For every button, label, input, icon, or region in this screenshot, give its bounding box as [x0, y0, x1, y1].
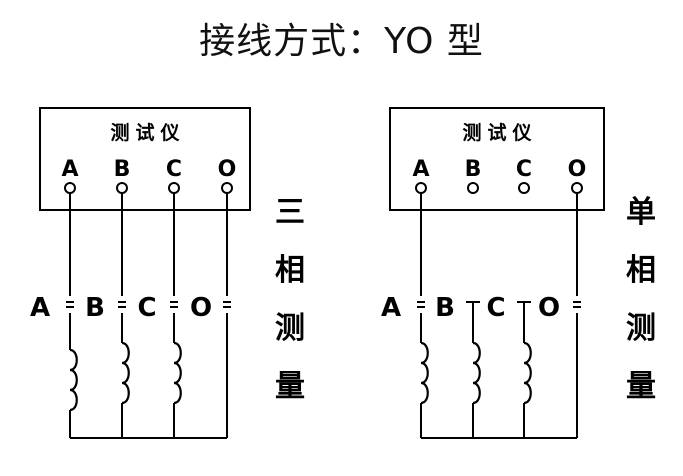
side-label-2: 相 [275, 253, 305, 288]
windings [419, 301, 578, 439]
terminal-label-c: C [166, 157, 182, 182]
connectors [417, 301, 581, 308]
side-label-3: 测 [275, 311, 305, 346]
connectors [66, 301, 231, 308]
terminal-label-b: B [465, 157, 482, 182]
terminal-label-a: A [412, 157, 429, 182]
side-label-3: 测 [626, 311, 656, 346]
tester-box [39, 107, 251, 211]
line-label-o: O [538, 293, 560, 323]
tester-box [389, 107, 605, 211]
line-label-c: C [137, 293, 156, 323]
terminal-o [571, 182, 583, 194]
terminal-b [116, 182, 128, 194]
three-phase-diagram: 测试仪 A B C O A B C O [30, 107, 305, 439]
terminal-label-o: O [568, 157, 587, 182]
terminal-a [64, 182, 76, 194]
line-label-c: C [486, 293, 505, 323]
line-label-a: A [381, 293, 401, 323]
terminal-label-c: C [516, 157, 532, 182]
single-phase-diagram: 测试仪 A B C O A B C O [381, 107, 656, 439]
page-title: 接线方式：YO 型 [199, 21, 484, 62]
line-label-b: B [435, 293, 455, 323]
line-label-a: A [30, 293, 50, 323]
terminal-a [415, 182, 427, 194]
terminal-c [518, 182, 530, 194]
terminal-label-a: A [61, 157, 78, 182]
terminal-o [221, 182, 233, 194]
terminal-c [168, 182, 180, 194]
line-label-o: O [190, 293, 212, 323]
side-label-4: 量 [275, 369, 305, 404]
test-leads [69, 193, 228, 296]
test-leads [420, 193, 578, 296]
terminal-b [467, 182, 479, 194]
terminal-label-o: O [218, 157, 237, 182]
side-label-4: 量 [626, 369, 656, 404]
side-label-1: 单 [626, 195, 656, 230]
terminal-label-b: B [114, 157, 131, 182]
windings [68, 313, 228, 439]
tester-title: 测试仪 [110, 122, 185, 144]
side-label-1: 三 [275, 195, 305, 230]
side-label-2: 相 [626, 253, 656, 288]
tester-title: 测试仪 [462, 122, 537, 144]
line-label-b: B [85, 293, 105, 323]
